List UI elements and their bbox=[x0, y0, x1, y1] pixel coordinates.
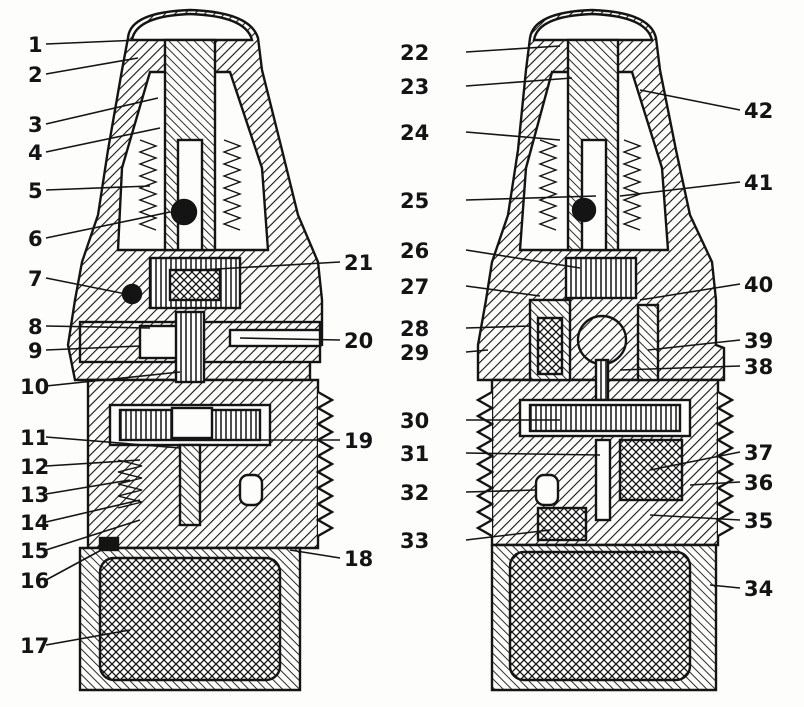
label-part-15: 15 bbox=[20, 539, 49, 563]
label-part-32: 32 bbox=[400, 481, 429, 505]
label-part-7: 7 bbox=[28, 267, 43, 291]
label-part-10: 10 bbox=[20, 375, 49, 399]
label-part-33: 33 bbox=[400, 529, 429, 553]
label-part-36: 36 bbox=[744, 471, 773, 495]
label-part-18: 18 bbox=[344, 547, 373, 571]
label-part-29: 29 bbox=[400, 341, 429, 365]
label-part-9: 9 bbox=[28, 339, 43, 363]
label-part-20: 20 bbox=[344, 329, 373, 353]
label-part-17: 17 bbox=[20, 634, 49, 658]
label-part-14: 14 bbox=[20, 511, 49, 535]
label-part-39: 39 bbox=[744, 329, 773, 353]
label-part-16: 16 bbox=[20, 569, 49, 593]
part-number-labels: 1 2 3 4 5 6 7 8 9 10 11 12 13 14 15 16 1… bbox=[20, 33, 773, 658]
label-part-30: 30 bbox=[400, 409, 429, 433]
label-part-27: 27 bbox=[400, 275, 429, 299]
label-part-34: 34 bbox=[744, 577, 773, 601]
label-part-26: 26 bbox=[400, 239, 429, 263]
label-part-2: 2 bbox=[28, 63, 43, 87]
label-part-6: 6 bbox=[28, 227, 43, 251]
label-part-25: 25 bbox=[400, 189, 429, 213]
label-part-35: 35 bbox=[744, 509, 773, 533]
label-part-23: 23 bbox=[400, 75, 429, 99]
label-part-31: 31 bbox=[400, 442, 429, 466]
label-part-12: 12 bbox=[20, 455, 49, 479]
label-part-24: 24 bbox=[400, 121, 429, 145]
left-fuze-drawing bbox=[66, 8, 335, 692]
label-part-41: 41 bbox=[744, 171, 773, 195]
label-part-5: 5 bbox=[28, 179, 43, 203]
label-part-4: 4 bbox=[28, 141, 43, 165]
leader-lines bbox=[45, 39, 741, 646]
label-part-3: 3 bbox=[28, 113, 43, 137]
label-part-11: 11 bbox=[20, 426, 49, 450]
label-part-38: 38 bbox=[744, 355, 773, 379]
label-part-19: 19 bbox=[344, 429, 373, 453]
label-part-8: 8 bbox=[28, 315, 43, 339]
label-part-22: 22 bbox=[400, 41, 429, 65]
label-part-42: 42 bbox=[744, 99, 773, 123]
label-part-13: 13 bbox=[20, 483, 49, 507]
label-part-40: 40 bbox=[744, 273, 773, 297]
label-part-1: 1 bbox=[28, 33, 43, 57]
right-fuze-drawing bbox=[475, 8, 735, 692]
label-part-28: 28 bbox=[400, 317, 429, 341]
label-part-37: 37 bbox=[744, 441, 773, 465]
label-part-21: 21 bbox=[344, 251, 373, 275]
